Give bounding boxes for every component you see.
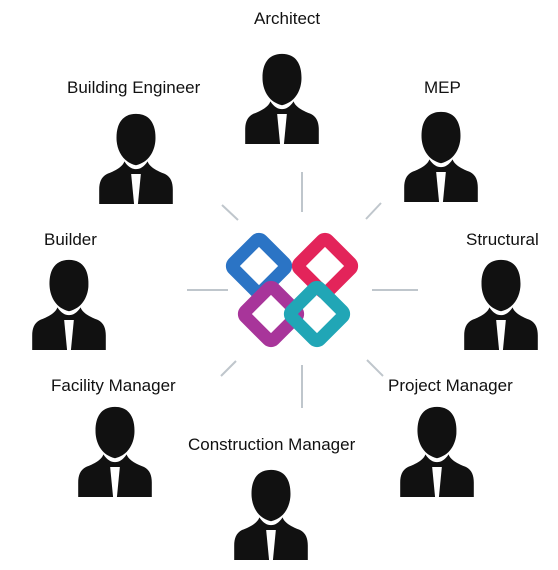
role-label-construction-manager: Construction Manager [188, 435, 356, 454]
role-label-building-engineer: Building Engineer [67, 78, 201, 97]
role-label-architect: Architect [254, 9, 321, 28]
spoke-top-right [365, 202, 382, 220]
logo-purple-square [237, 280, 305, 348]
role-label-builder: Builder [44, 230, 97, 249]
person-silhouette-icon [243, 52, 321, 144]
logo-teal-square [283, 280, 351, 348]
logo-red-square [291, 232, 359, 300]
logo-blue-square [225, 232, 293, 300]
person-silhouette-icon [402, 110, 480, 202]
spoke-bottom-right [366, 359, 384, 377]
role-label-mep: MEP [424, 78, 461, 97]
person-silhouette-icon [97, 112, 175, 204]
role-label-project-manager: Project Manager [388, 376, 513, 395]
person-silhouette-icon [30, 258, 108, 350]
person-silhouette-icon [76, 405, 154, 497]
role-label-facility-manager: Facility Manager [51, 376, 176, 395]
person-silhouette-icon [398, 405, 476, 497]
spoke-top-left [221, 204, 239, 221]
person-silhouette-icon [232, 468, 310, 560]
spoke-bottom-left [220, 360, 237, 377]
role-label-structural: Structural [466, 230, 539, 249]
person-silhouette-icon [462, 258, 540, 350]
